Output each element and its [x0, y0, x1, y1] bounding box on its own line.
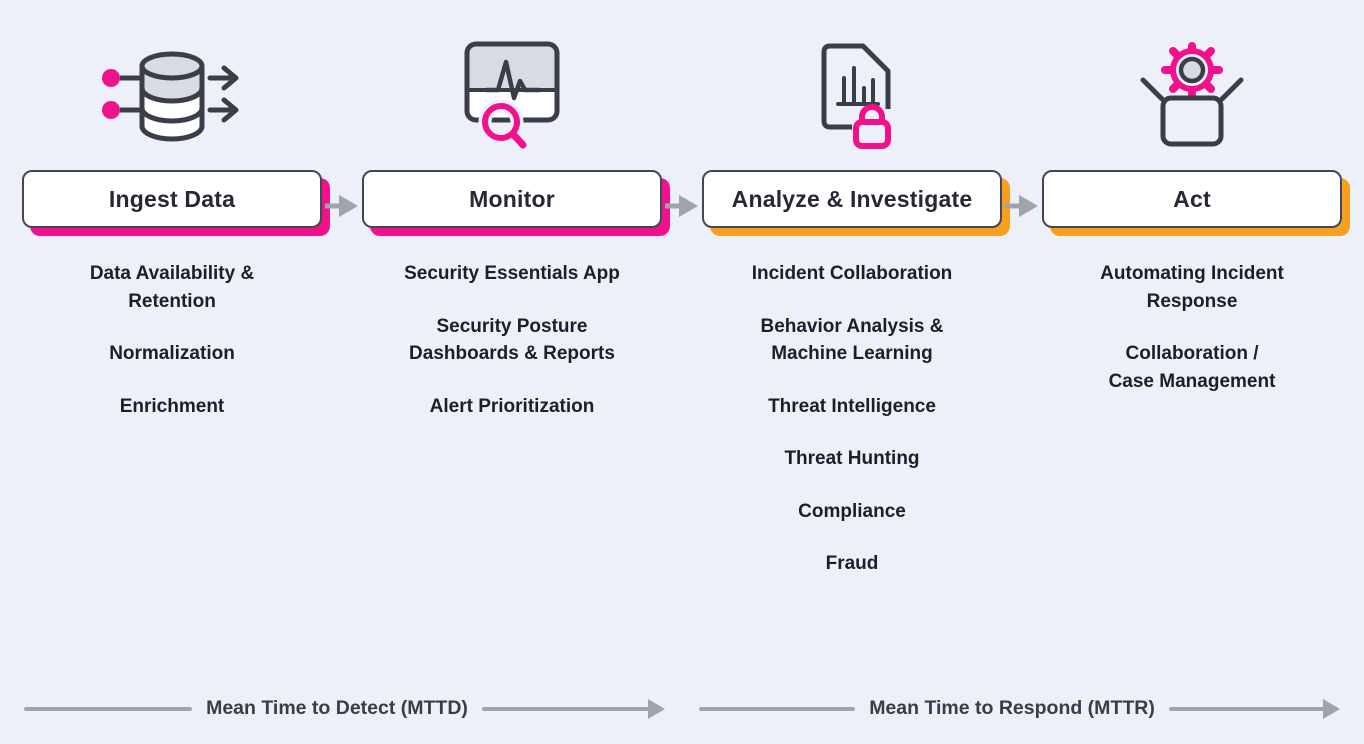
timeline-mttd: Mean Time to Detect (MTTD)	[24, 697, 666, 720]
process-flow: Ingest Data Data Availability & Retentio…	[22, 0, 1342, 578]
list-item: Threat Hunting	[784, 448, 920, 470]
document-chart-lock-icon	[796, 20, 908, 152]
list-item: Threat Intelligence	[768, 395, 936, 417]
flow-arrow-icon	[662, 193, 702, 219]
column-monitor: Monitor Security Essentials App Security…	[362, 0, 662, 420]
list-item: Incident Collaboration	[751, 263, 953, 284]
stage-title: Ingest Data	[108, 185, 236, 212]
stage-button-ingest-data: Ingest Data	[22, 170, 322, 228]
flow-arrow-icon	[322, 193, 362, 219]
box-gear-icon	[1126, 20, 1258, 152]
list-item: Alert Prioritization	[429, 395, 595, 417]
monitor-search-icon	[451, 20, 573, 152]
stage-button-act: Act	[1042, 170, 1342, 228]
act-items: Automating Incident Response Collaborati…	[1100, 260, 1284, 395]
timeline-label: Mean Time to Detect (MTTD)	[206, 697, 468, 719]
stage-title: Act	[1173, 185, 1211, 212]
stage-title: Analyze & Investigate	[731, 185, 973, 212]
timeline-label: Mean Time to Respond (MTTR)	[869, 697, 1155, 719]
column-analyze-investigate: Analyze & Investigate Incident Collabora…	[702, 0, 1002, 578]
stage-title: Monitor	[469, 185, 555, 212]
list-item: Security Essentials App	[404, 263, 620, 284]
analyze-items: Incident Collaboration Behavior Analysis…	[752, 260, 953, 578]
arrowhead-icon	[648, 698, 666, 719]
monitor-items: Security Essentials App Security Posture…	[404, 260, 620, 420]
timeline-mttr: Mean Time to Respond (MTTR)	[699, 697, 1341, 720]
list-item: Fraud	[825, 553, 879, 575]
stage-button-monitor: Monitor	[362, 170, 662, 228]
list-item: Data Availability & Retention	[89, 263, 255, 312]
stage-button-analyze-investigate: Analyze & Investigate	[702, 170, 1002, 228]
list-item: Automating Incident Response	[1100, 263, 1284, 312]
list-item: Normalization	[109, 343, 235, 365]
list-item: Compliance	[798, 500, 906, 522]
list-item: Behavior Analysis & Machine Learning	[760, 315, 944, 365]
arrowhead-icon	[1323, 698, 1341, 719]
database-ingest-icon	[97, 20, 247, 152]
ingest-items: Data Availability & Retention Normalizat…	[90, 260, 254, 420]
timeline-line	[699, 706, 856, 711]
timeline-line	[24, 706, 193, 711]
column-ingest-data: Ingest Data Data Availability & Retentio…	[22, 0, 322, 420]
list-item: Enrichment	[119, 395, 225, 417]
list-item: Security Posture Dashboards & Reports	[409, 315, 615, 365]
timeline-row: Mean Time to Detect (MTTD) Mean Time to …	[0, 697, 1364, 720]
timeline-line	[481, 706, 651, 711]
flow-arrow-icon	[1002, 193, 1042, 219]
list-item: Collaboration / Case Management	[1108, 343, 1276, 392]
timeline-line	[1168, 706, 1326, 711]
column-act: Act Automating Incident Response Collabo…	[1042, 0, 1342, 395]
